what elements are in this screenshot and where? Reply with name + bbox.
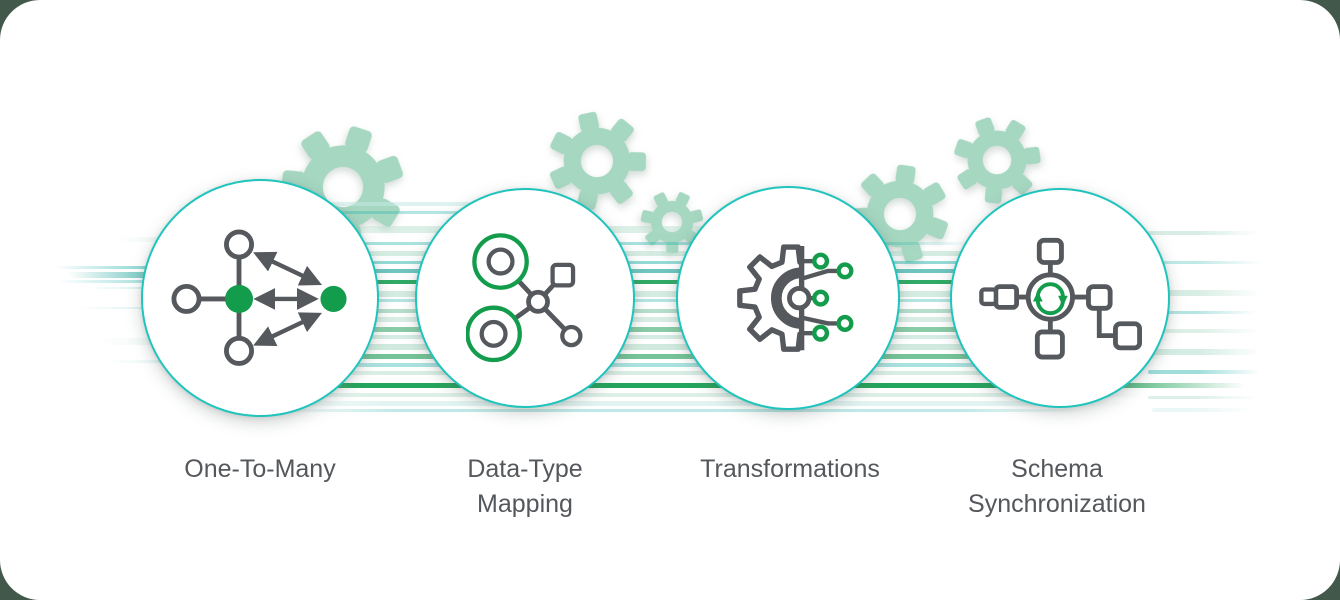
feature-label-schema-synchronization: Schema Synchronization: [952, 452, 1162, 522]
motion-streak: [1148, 396, 1256, 399]
motion-streak: [255, 401, 1125, 406]
motion-streak: [275, 409, 1085, 412]
transformations-icon: [737, 244, 854, 352]
label-line: Data-Type: [467, 455, 583, 483]
motion-streak: [245, 371, 1155, 375]
feature-label-transformations: Transformations: [685, 452, 895, 487]
schema-synchronization-icon: [979, 238, 1142, 360]
motion-streak: [1143, 261, 1261, 264]
motion-streak: [235, 393, 1145, 397]
feature-circle-transformations: [676, 186, 900, 410]
motion-streak: [1146, 311, 1256, 314]
motion-streak: [1148, 231, 1260, 235]
one-to-many-icon: [171, 229, 347, 367]
label-line: Mapping: [477, 490, 573, 518]
motion-streak: [1148, 290, 1260, 296]
sync-arrows-icon: [1035, 282, 1065, 316]
motion-streak: [250, 202, 580, 206]
feature-circle-one-to-many: [141, 179, 379, 417]
motion-streak: [235, 363, 1155, 367]
label-line: One-To-Many: [184, 455, 336, 483]
feature-circle-data-type-mapping: [415, 188, 635, 408]
motion-streak: [235, 251, 1105, 256]
feature-circle-schema-synchronization: [950, 188, 1170, 408]
motion-streak: [275, 211, 575, 214]
label-line: Synchronization: [968, 490, 1146, 518]
label-line: Schema: [1011, 455, 1103, 483]
motion-streak: [1148, 370, 1260, 374]
feature-label-data-type-mapping: Data-Type Mapping: [420, 452, 630, 522]
motion-streak: [195, 269, 1155, 273]
label-line: Transformations: [700, 455, 880, 483]
motion-streak: [1152, 408, 1252, 412]
data-type-mapping-icon: [466, 233, 583, 363]
motion-streak: [225, 261, 1135, 264]
feature-label-one-to-many: One-To-Many: [155, 452, 365, 487]
motion-streak: [1148, 329, 1260, 333]
motion-streak: [1143, 349, 1261, 355]
